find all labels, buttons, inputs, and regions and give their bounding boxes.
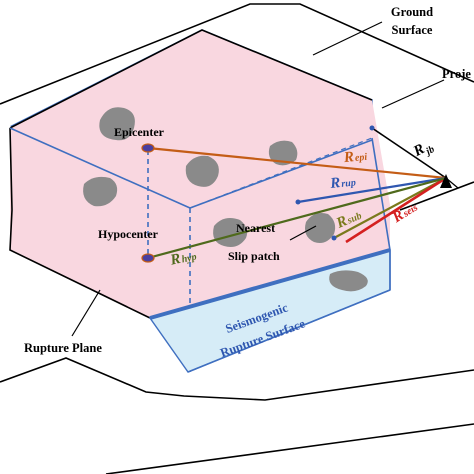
- slip-patch-1: [99, 107, 135, 141]
- epicenter-label: Epicenter: [114, 125, 165, 139]
- station-post: [445, 177, 459, 189]
- ground-surface-edge-bottom: [0, 357, 474, 401]
- ground-surface-leader: [312, 21, 383, 56]
- ground-surface-label-line1: Ground: [391, 5, 433, 19]
- svg-text:R: R: [410, 141, 427, 160]
- triangle-station-icon: [440, 174, 452, 188]
- r-rup-label: R rup: [328, 175, 357, 192]
- slip-patch-3: [185, 155, 219, 187]
- projection-leader: [381, 79, 445, 109]
- r-seis-ray: [345, 176, 447, 244]
- rupture-plane-label: Rupture Plane: [24, 341, 102, 355]
- nearest-label-line1: Nearest: [236, 221, 275, 235]
- slip-patch-deep: [329, 270, 368, 292]
- svg-text:R: R: [328, 175, 341, 192]
- r-epi-label: R epi: [342, 149, 368, 166]
- rupture-plane-left-edge: [9, 127, 151, 319]
- hypocenter-marker-icon: [141, 253, 155, 263]
- r-jb-label: R jb: [410, 141, 436, 160]
- nearest-patch-leader: [289, 225, 317, 241]
- r-jb-origin-dot: [369, 125, 375, 131]
- projection-right-edge: [371, 137, 391, 251]
- r-rup-origin-dot: [295, 199, 301, 205]
- r-jb-ray: [371, 127, 447, 179]
- hypocenter-label: Hypocenter: [98, 227, 159, 241]
- svg-text:rup: rup: [341, 177, 357, 189]
- r-hyp-label: R hyp: [168, 251, 198, 269]
- ground-surface-edge-top: [0, 3, 474, 105]
- slip-patch-2: [83, 176, 118, 207]
- epicenter-marker-icon: [141, 143, 155, 153]
- projection-dashed-top: [189, 137, 373, 209]
- r-sub-origin-dot: [331, 235, 337, 241]
- svg-text:epi: epi: [354, 152, 368, 164]
- ground-surface-edge-right: [399, 181, 474, 211]
- svg-text:hyp: hyp: [181, 252, 198, 266]
- r-rup-ray: [297, 176, 447, 204]
- r-sub-ray: [333, 177, 447, 239]
- r-epi-ray: [147, 146, 447, 180]
- rupture-plane-leader: [71, 289, 101, 337]
- nearest-label-line2: Slip patch: [228, 249, 280, 263]
- ground-surface-edge-lower: [105, 423, 474, 474]
- svg-text:R: R: [168, 251, 182, 269]
- slip-patch-4: [268, 140, 298, 166]
- projection-label: Proje: [442, 67, 471, 81]
- r-hyp-ray: [147, 176, 447, 260]
- seismogenic-top-edge: [149, 248, 391, 320]
- slip-patch-nearest: [305, 213, 336, 243]
- ground-surface-label-line2: Surface: [392, 23, 433, 37]
- slip-patch-5: [213, 218, 248, 247]
- svg-text:R: R: [342, 149, 355, 166]
- rupture-plane-outline: [9, 29, 373, 129]
- seismogenic-bottom-edge: [187, 289, 391, 373]
